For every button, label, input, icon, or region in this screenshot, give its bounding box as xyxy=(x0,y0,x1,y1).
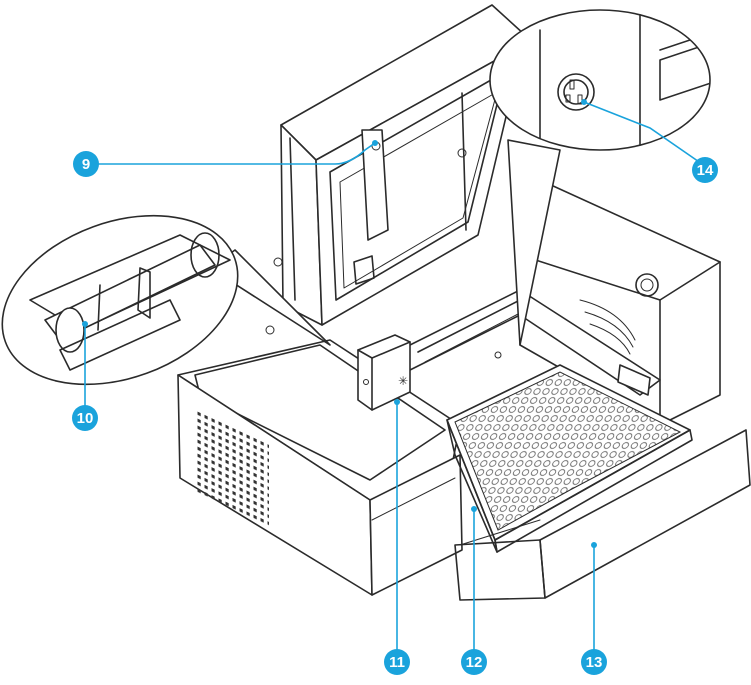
callout-leaders xyxy=(82,99,706,655)
open-lid xyxy=(265,4,526,335)
callout-13: 13 xyxy=(581,649,607,675)
callout-9-label: 9 xyxy=(82,156,90,173)
side-vent-arcs xyxy=(579,299,636,355)
right-housing xyxy=(519,177,721,426)
honeycomb-bed xyxy=(446,364,693,553)
callout-14-label: 14 xyxy=(697,162,714,179)
svg-text:✳: ✳ xyxy=(398,374,408,388)
callout-13-label: 13 xyxy=(586,654,603,671)
lid-hinge-strut xyxy=(353,129,389,285)
laser-module: ✳ xyxy=(357,334,411,411)
callout-11: 11 xyxy=(384,649,410,675)
callout-12: 12 xyxy=(461,649,487,675)
callout-10: 10 xyxy=(72,405,98,431)
machine-body xyxy=(177,339,463,596)
callout-14: 14 xyxy=(692,157,718,183)
exhaust-fan-detail xyxy=(1,214,331,386)
power-connector-detail xyxy=(489,9,711,346)
callout-10-label: 10 xyxy=(77,410,94,427)
callout-11-label: 11 xyxy=(389,654,405,671)
callout-12-label: 12 xyxy=(466,654,483,671)
callout-9: 9 xyxy=(73,151,99,177)
